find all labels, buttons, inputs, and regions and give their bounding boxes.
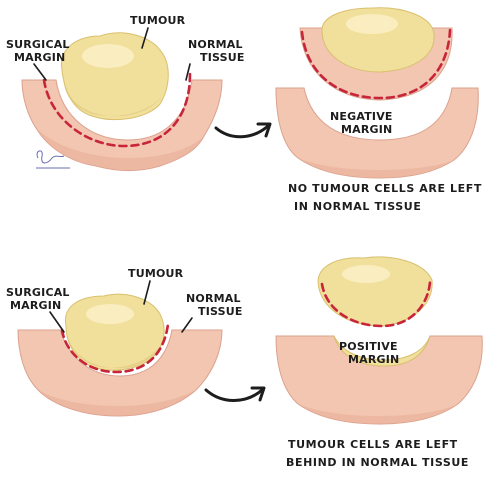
top-left-tissue [21, 79, 223, 171]
bottom-caption-2: BEHIND IN NORMAL TISSUE [286, 456, 469, 469]
top-left-tumour [61, 32, 169, 121]
top-arrowhead [256, 122, 272, 138]
bottom-normal-pointer [181, 317, 193, 333]
top-panel: TUMOUR SURGICAL MARGIN NORMAL TISSUE NEG… [6, 7, 482, 213]
top-surgical-pointer [33, 63, 47, 81]
bottom-result-label-1: POSITIVE [339, 340, 398, 353]
top-left-margin-line [42, 72, 192, 148]
bottom-surgical-pointer [49, 311, 65, 333]
bottom-left-tumour [64, 293, 165, 371]
bottom-tumour-label: TUMOUR [128, 267, 184, 280]
top-tumour-pointer [141, 27, 149, 49]
bottom-left-tissue [17, 329, 223, 417]
top-surgical-label-1: SURGICAL [6, 38, 70, 51]
bottom-right-tissue [275, 335, 483, 425]
top-right-excised [299, 7, 453, 101]
bottom-arrow [204, 388, 264, 402]
top-result-label-2: MARGIN [341, 123, 392, 136]
top-normal-pointer [185, 63, 191, 81]
top-result-label-1: NEGATIVE [330, 110, 393, 123]
bottom-normal-label-2: TISSUE [198, 305, 243, 318]
top-surgical-label-2: MARGIN [14, 51, 65, 64]
bottom-tumour-pointer [143, 280, 151, 305]
bottom-left-margin-line [60, 322, 170, 374]
bottom-surgical-label-1: SURGICAL [6, 286, 70, 299]
bottom-normal-label-1: NORMAL [186, 292, 241, 305]
top-normal-label-2: TISSUE [200, 51, 245, 64]
bottom-result-label-2: MARGIN [348, 353, 399, 366]
top-tumour-label: TUMOUR [130, 14, 186, 27]
bottom-surgical-label-2: MARGIN [10, 299, 61, 312]
top-caption-2: IN NORMAL TISSUE [294, 200, 421, 213]
artist-signature [36, 150, 70, 169]
top-caption-1: NO TUMOUR CELLS ARE LEFT [288, 182, 482, 195]
top-arrow [214, 124, 270, 139]
top-right-tissue [275, 87, 479, 179]
top-normal-label-1: NORMAL [188, 38, 243, 51]
bottom-right-excised [317, 256, 433, 328]
bottom-panel: TUMOUR SURGICAL MARGIN NORMAL TISSUE POS… [6, 256, 483, 469]
bottom-arrowhead [250, 386, 266, 402]
bottom-caption-1: TUMOUR CELLS ARE LEFT [288, 438, 458, 451]
